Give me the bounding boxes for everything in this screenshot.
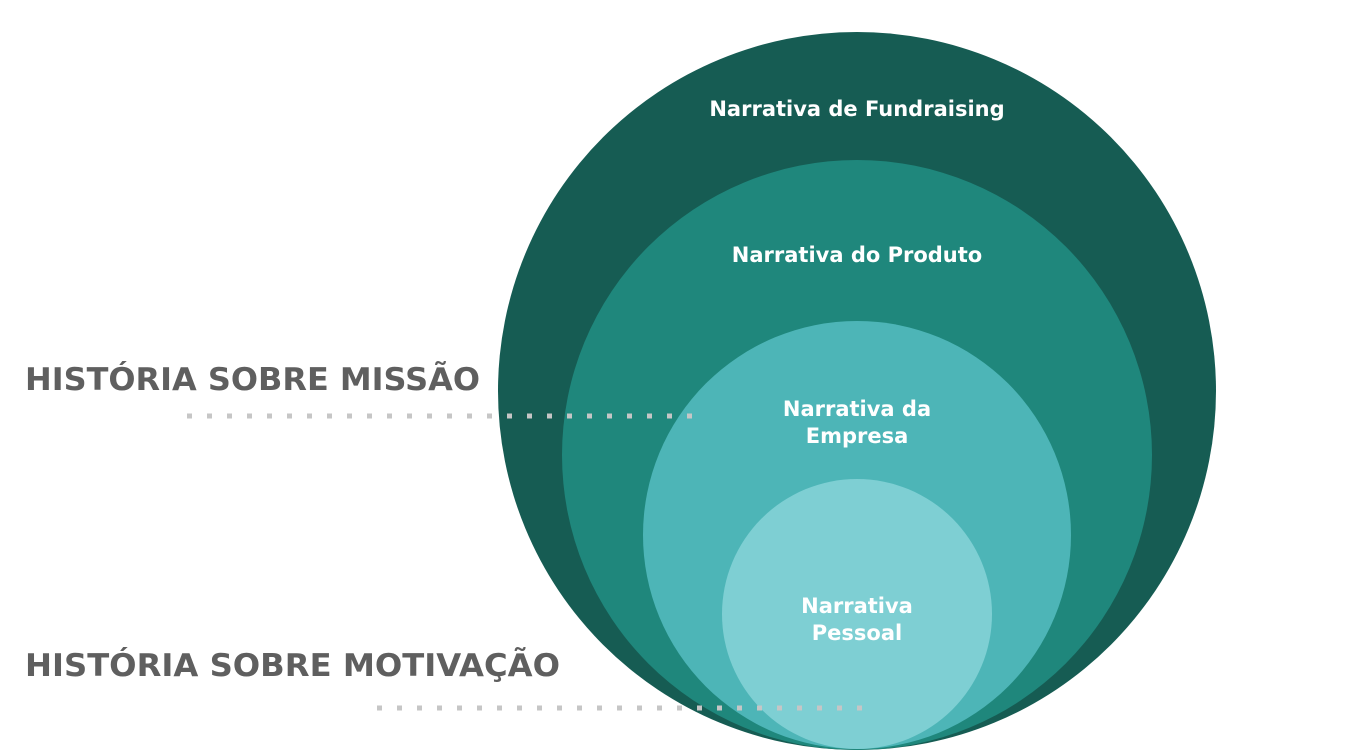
label-produto: Narrativa do Produto: [732, 243, 982, 267]
label-empresa-line2: Empresa: [806, 424, 909, 448]
mission-story-label: HISTÓRIA SOBRE MISSÃO: [25, 361, 480, 398]
label-pessoal-line1: Narrativa: [801, 594, 913, 618]
ring-pessoal: [722, 479, 992, 749]
label-fundraising: Narrativa de Fundraising: [709, 97, 1004, 121]
motivation-story-label: HISTÓRIA SOBRE MOTIVAÇÃO: [25, 647, 560, 684]
label-empresa-line1: Narrativa da: [783, 397, 931, 421]
label-pessoal-line2: Pessoal: [812, 621, 902, 645]
